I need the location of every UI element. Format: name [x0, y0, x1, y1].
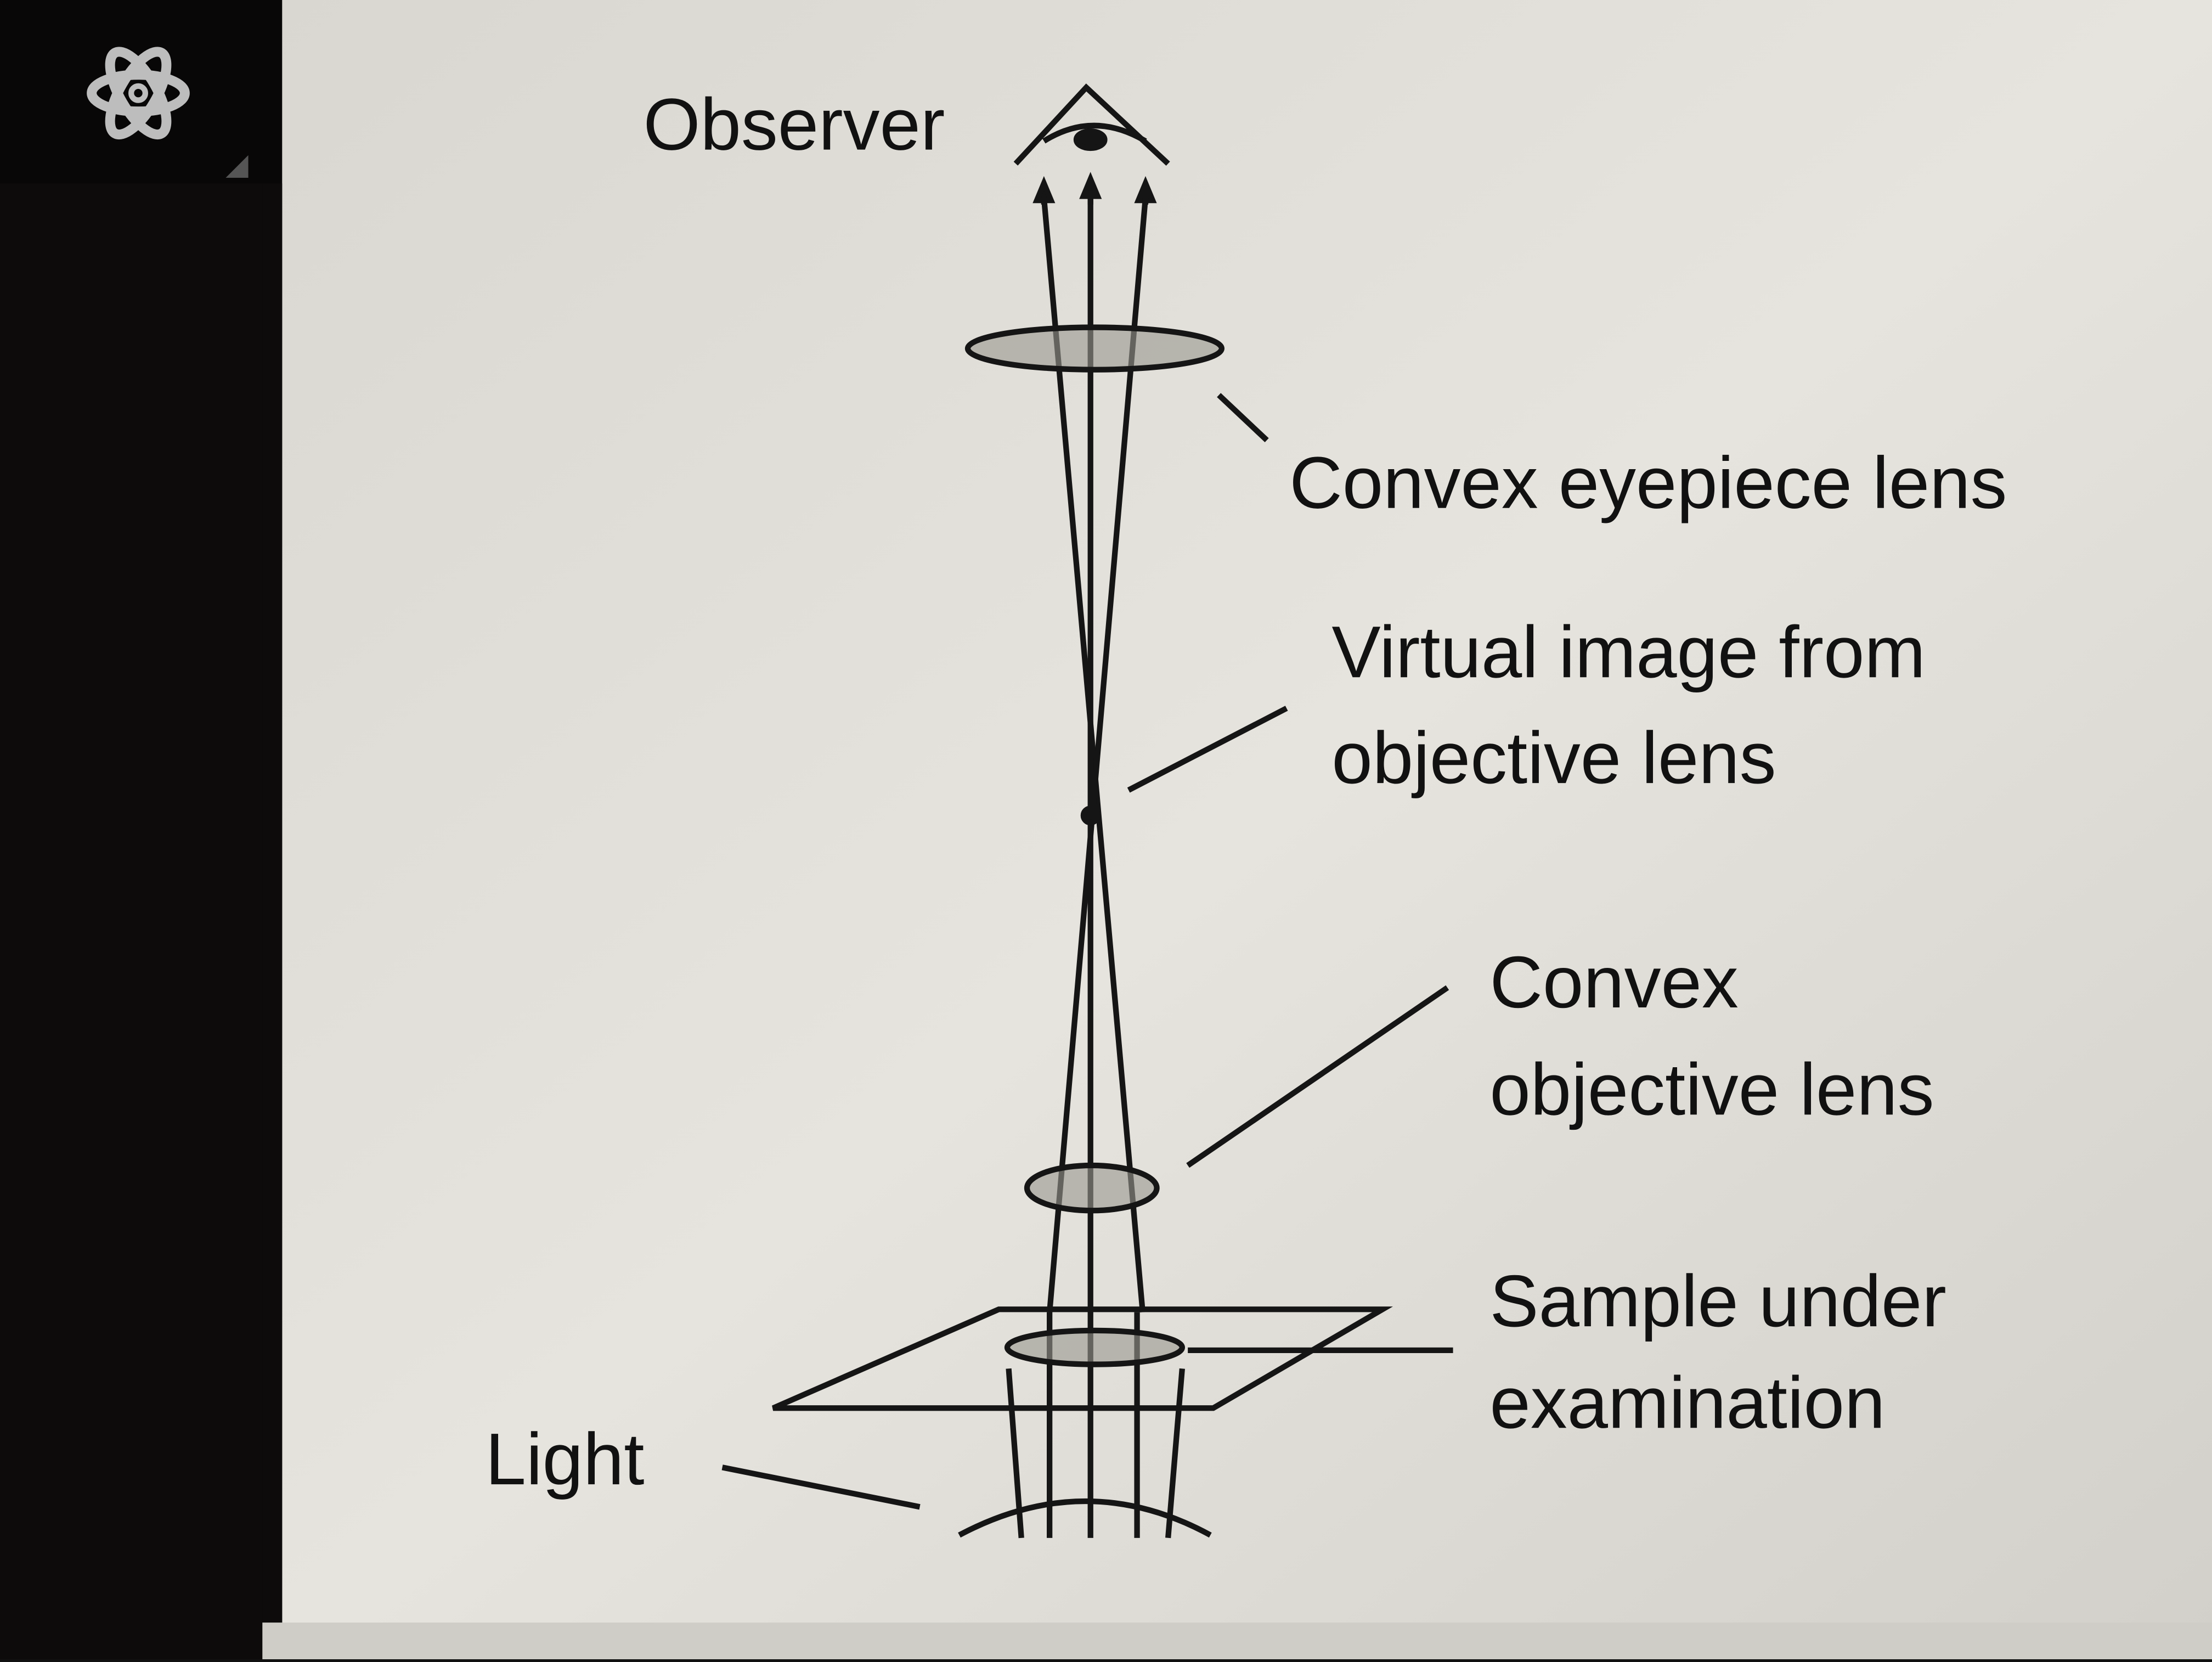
microscope-diagram — [721, 83, 1453, 1539]
label-objective-line2: objective lens — [1489, 1049, 1934, 1130]
light-source — [958, 1498, 1212, 1538]
atom-icon[interactable] — [87, 44, 190, 143]
label-light: Light — [486, 1418, 645, 1500]
eye-icon — [1013, 83, 1170, 166]
label-virtual-image-line1: Virtual image from — [1331, 611, 1925, 693]
resize-corner-icon — [225, 155, 249, 178]
label-observer: Observer — [644, 84, 945, 166]
label-sample-line1: Sample under — [1489, 1260, 1946, 1342]
sidebar — [0, 0, 283, 1659]
sidebar-header — [0, 0, 283, 184]
sample-stage — [772, 1306, 1393, 1411]
content-area — [282, 0, 2212, 1659]
objective-lens — [1024, 1162, 1160, 1214]
bottom-bar — [262, 1622, 2212, 1659]
label-sample-line2: examination — [1489, 1362, 1885, 1444]
label-objective-line1: Convex — [1489, 942, 1738, 1023]
label-eyepiece: Convex eyepiece lens — [1289, 442, 2007, 524]
label-virtual-image-line2: objective lens — [1331, 717, 1776, 799]
eyepiece-lens — [964, 324, 1224, 373]
